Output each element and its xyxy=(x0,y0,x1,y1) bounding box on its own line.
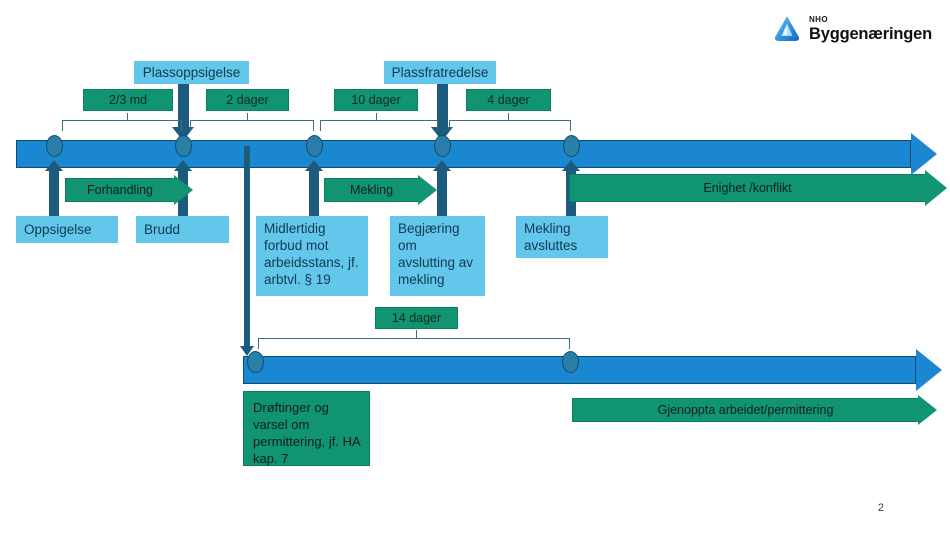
duration-2-3-md[interactable]: 2/3 md xyxy=(83,89,173,111)
duration-10-dager[interactable]: 10 dager xyxy=(334,89,418,111)
event-label-brudd-text: Brudd xyxy=(144,222,181,237)
label-plassfratredelse[interactable]: Plassfratredelse xyxy=(384,61,496,84)
duration-4-dager[interactable]: 4 dager xyxy=(466,89,551,111)
event-label-begjaering-text: Begjæring om avslutting av mekling xyxy=(398,221,474,287)
process-arrow-gjenoppta-head xyxy=(918,395,937,425)
label-plassoppsigelse-text: Plassoppsigelse xyxy=(142,65,241,80)
arrow-up-midlertidig-shaft xyxy=(309,170,319,222)
arrow-up-begjaering-head xyxy=(433,160,451,171)
label-plassfratredelse-text: Plassfratredelse xyxy=(391,65,489,80)
bracket-2-dager xyxy=(190,120,314,131)
bracket-tick-2-3-md xyxy=(127,113,129,121)
process-arrow-forhandling-text: Forhandling xyxy=(86,183,153,197)
arrow-up-oppsigelse-head xyxy=(45,160,63,171)
event-label-midlertidig-forbud[interactable]: Midlertidig forbud mot arbeidsstans, jf.… xyxy=(256,216,368,296)
arrow-down-permittering-shaft xyxy=(244,146,250,349)
event-label-mekling-avsluttes[interactable]: Mekling avsluttes xyxy=(516,216,608,258)
arrow-up-mekling-head xyxy=(562,160,580,171)
arrow-plassfratredelse-shaft xyxy=(437,84,448,129)
process-arrow-enighet-konflikt-text: Enighet /konflikt xyxy=(703,181,792,195)
process-arrow-forhandling-head xyxy=(174,175,193,205)
duration-14-dager-text: 14 dager xyxy=(391,311,442,325)
main-timeline-bar xyxy=(16,140,911,168)
process-arrow-mekling[interactable]: Mekling xyxy=(324,175,437,205)
bracket-4-dager xyxy=(449,120,571,131)
bracket-tick-2-dager xyxy=(247,113,249,121)
bracket-2-3-md xyxy=(62,120,182,131)
duration-2-dager[interactable]: 2 dager xyxy=(206,89,289,111)
lower-timeline-node-14-dager[interactable] xyxy=(562,351,579,373)
nho-logo: NHO Byggenæringen xyxy=(772,14,932,44)
process-arrow-gjenoppta-text: Gjenoppta arbeidet/permittering xyxy=(657,403,834,417)
event-label-mekling-avsluttes-text: Mekling avsluttes xyxy=(524,221,578,253)
nho-triangle-icon xyxy=(774,16,800,41)
timeline-node-midlertidig-forbud[interactable] xyxy=(306,135,323,157)
main-timeline-arrowhead xyxy=(911,133,937,175)
main-timeline xyxy=(16,133,937,175)
lower-timeline-bar xyxy=(243,356,916,384)
timeline-node-mekling-avsluttes[interactable] xyxy=(563,135,580,157)
process-arrow-enighet-konflikt-head xyxy=(925,170,947,206)
page-number: 2 xyxy=(877,502,884,514)
event-label-midlertidig-forbud-text: Midlertidig forbud mot arbeidsstans, jf.… xyxy=(264,221,359,287)
event-label-brudd[interactable]: Brudd xyxy=(136,216,229,243)
box-droftinger-permittering-text: Drøftinger og varsel om permittering, jf… xyxy=(253,400,360,466)
label-plassoppsigelse[interactable]: Plassoppsigelse xyxy=(134,61,249,84)
bracket-tick-10-dager xyxy=(376,113,378,121)
logo-nho-text: NHO xyxy=(809,14,828,24)
process-arrow-mekling-head xyxy=(418,175,437,205)
lower-timeline xyxy=(243,349,942,391)
timeline-node-brudd[interactable] xyxy=(175,135,192,157)
process-arrow-gjenoppta[interactable]: Gjenoppta arbeidet/permittering xyxy=(572,395,937,425)
process-arrow-mekling-text: Mekling xyxy=(349,183,394,197)
arrow-up-begjaering-shaft xyxy=(437,170,447,222)
lower-timeline-node-start[interactable] xyxy=(247,351,264,373)
timeline-node-begjaering[interactable] xyxy=(434,135,451,157)
arrow-plassoppsigelse-shaft xyxy=(178,84,189,129)
event-label-oppsigelse-text: Oppsigelse xyxy=(24,222,92,237)
bracket-10-dager xyxy=(320,120,438,131)
arrow-up-midlertidig-head xyxy=(305,160,323,171)
process-arrow-forhandling[interactable]: Forhandling xyxy=(65,175,193,205)
timeline-node-oppsigelse[interactable] xyxy=(46,135,63,157)
process-arrow-enighet-konflikt[interactable]: Enighet /konflikt xyxy=(569,170,947,206)
arrow-up-oppsigelse-shaft xyxy=(49,170,59,222)
lower-timeline-arrowhead xyxy=(916,349,942,391)
event-label-begjaering[interactable]: Begjæring om avslutting av mekling xyxy=(390,216,485,296)
box-droftinger-permittering[interactable]: Drøftinger og varsel om permittering, jf… xyxy=(243,391,370,466)
duration-4-dager-text: 4 dager xyxy=(487,93,530,107)
duration-2-dager-text: 2 dager xyxy=(226,93,269,107)
duration-14-dager[interactable]: 14 dager xyxy=(375,307,458,329)
arrow-up-brudd-head xyxy=(174,160,192,171)
bracket-14-dager xyxy=(258,338,570,349)
arrow-down-permittering-head xyxy=(240,346,254,356)
bracket-tick-14-dager xyxy=(416,330,418,339)
duration-10-dager-text: 10 dager xyxy=(351,93,401,107)
bracket-tick-4-dager xyxy=(508,113,510,121)
logo-name-text: Byggenæringen xyxy=(809,24,932,43)
duration-2-3-md-text: 2/3 md xyxy=(108,93,148,107)
event-label-oppsigelse[interactable]: Oppsigelse xyxy=(16,216,118,243)
